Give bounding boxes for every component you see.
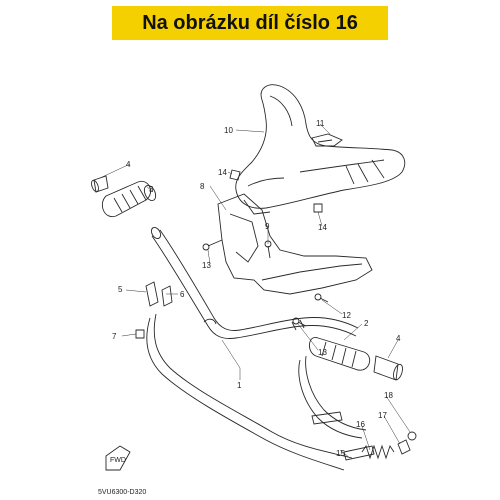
callout-7: 7 [112, 332, 117, 341]
callout-14-left: 14 [218, 168, 227, 177]
spring-part-16 [361, 444, 395, 460]
grip-left [102, 180, 157, 218]
diagram-code: 5VU6300-D320 [98, 489, 146, 496]
highlight-banner: Na obrázku díl číslo 16 [112, 6, 388, 40]
callout-13-right: 13 [318, 348, 327, 357]
callout-13-left: 13 [202, 261, 211, 270]
end-weight-right [373, 355, 403, 381]
callout-5: 5 [118, 285, 123, 294]
callout-2: 2 [364, 319, 369, 328]
callout-16: 16 [356, 420, 365, 429]
handlebar [150, 226, 359, 339]
callout-6: 6 [180, 290, 185, 299]
cable-fittings [135, 281, 173, 339]
callout-8: 8 [200, 182, 205, 191]
callout-12: 12 [342, 311, 351, 320]
handlebar-cover-upper [235, 84, 406, 209]
callout-3: 3 [149, 185, 154, 194]
screws [202, 169, 329, 327]
fwd-arrow-icon: FWD [105, 445, 131, 471]
throttle-cables [146, 313, 375, 471]
callout-labels: 1 2 3 4 4 5 6 7 8 9 10 11 12 13 13 14 14… [112, 119, 401, 458]
emblem-part [311, 133, 343, 147]
callout-9: 9 [265, 222, 270, 231]
banner-text: Na obrázku díl číslo 16 [142, 11, 358, 34]
adjuster-part [397, 431, 417, 455]
callout-1: 1 [237, 381, 242, 390]
callout-14-right: 14 [318, 223, 327, 232]
handlebar-cover-lower [217, 193, 373, 295]
callout-17: 17 [378, 411, 387, 420]
callout-4-left: 4 [126, 160, 131, 169]
fwd-label: FWD [110, 457, 126, 464]
end-weight-left [91, 175, 109, 193]
callout-11: 11 [316, 119, 325, 128]
callout-10: 10 [224, 126, 233, 135]
callout-18: 18 [384, 391, 393, 400]
callout-15: 15 [336, 449, 345, 458]
callout-4-right: 4 [396, 334, 401, 343]
grip-right [309, 337, 371, 371]
leader-lines [99, 123, 411, 459]
